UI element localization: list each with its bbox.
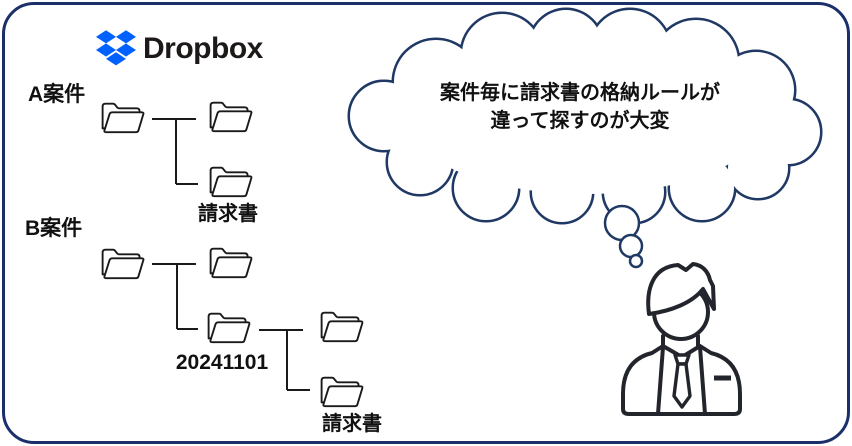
thought-trail-icon	[603, 204, 644, 269]
thought-text-line1: 案件毎に請求書の格納ルールが	[440, 82, 720, 104]
folder-icon-a-root	[101, 102, 145, 134]
thought-cloud	[340, 0, 832, 269]
folder-icon-b-root	[101, 248, 145, 280]
b-date-folder-label: 20241101	[175, 351, 269, 374]
thought-text: 案件毎に請求書の格納ルールが 違って探すのが大変	[400, 80, 760, 135]
b-invoice-folder-label: 請求書	[322, 413, 382, 435]
folder-icon-b-invoice	[320, 376, 364, 408]
case-b-label: B案件	[25, 217, 83, 240]
folder-icon-a-invoice	[209, 166, 253, 198]
dropbox-logo: Dropbox	[96, 30, 263, 67]
dropbox-icon	[96, 30, 136, 66]
a-invoice-folder-label: 請求書	[198, 203, 258, 225]
case-a-label: A案件	[28, 83, 86, 106]
folder-icon-b-sub	[320, 311, 364, 343]
folder-icon-b-date	[207, 312, 251, 344]
folder-icon-a-child	[209, 101, 253, 133]
thought-text-line2: 違って探すのが大変	[490, 109, 670, 132]
folder-icon-b-child	[209, 247, 253, 279]
dropbox-wordmark: Dropbox	[143, 31, 263, 65]
businessman-icon	[621, 262, 742, 416]
